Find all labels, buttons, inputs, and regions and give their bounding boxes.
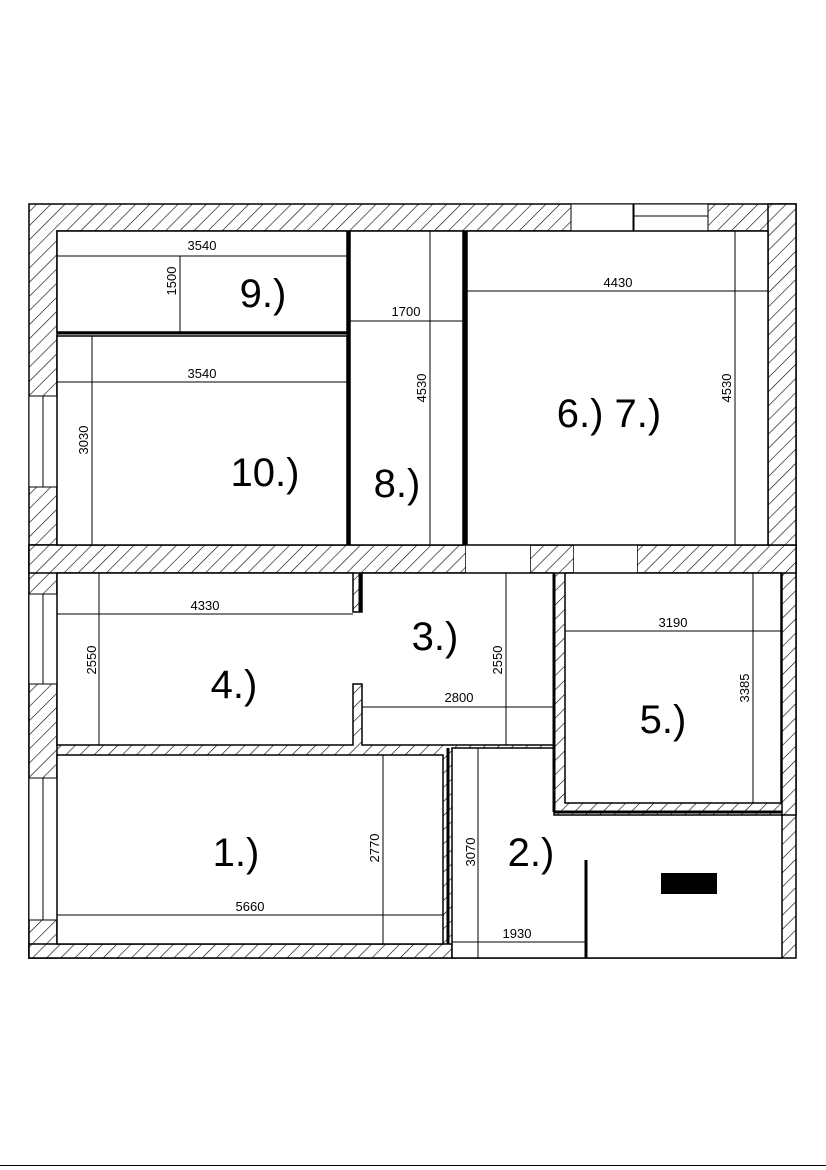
dim-r9-height: 1500 [164,267,179,296]
room-1 [56,754,444,945]
east-wall-upper [767,203,797,546]
room-label-1: 1.) [213,831,260,875]
dim-r3-width: 2800 [445,690,474,705]
room-8 [349,230,464,546]
dim-r1-height: 2770 [367,834,382,863]
room-5 [564,572,782,804]
room-labels: 9.) 10.) 8.) 6.) 7.) 4.) 3.) 5.) 1.) 2.) [211,272,687,875]
dim-r10-width: 3540 [188,366,217,381]
mid-wall-2 [529,544,575,574]
room-label-3: 3.) [412,615,459,659]
dim-r2-height: 3070 [463,838,478,867]
dim-r10-height: 3030 [76,426,91,455]
mid-wall-1 [28,544,467,574]
dim-r5-width: 3190 [659,615,688,630]
south-wall-left [28,943,453,959]
fixture-block [661,873,717,894]
dim-r8-height: 4530 [414,374,429,403]
room-label-2: 2.) [508,831,555,875]
dim-r67-width: 4430 [604,275,633,290]
room-6-7 [466,230,769,546]
room-label-9: 9.) [240,272,287,316]
dim-r4-width: 4330 [191,598,220,613]
room-label-5: 5.) [640,698,687,742]
mid-wall-3 [636,544,797,574]
room-9 [56,230,348,333]
dim-r2-width: 1930 [503,926,532,941]
east-wall-lower [781,544,797,816]
dim-r8-width: 1700 [392,304,421,319]
dim-r9-width: 3540 [188,238,217,253]
dim-r5-height: 3385 [737,674,752,703]
door-gap-5 [574,545,637,573]
dim-r67-height: 4530 [719,374,734,403]
window-north-2 [633,203,709,232]
room-label-10: 10.) [231,451,300,495]
dim-r3-height: 2550 [490,646,505,675]
dim-r1-width: 5660 [236,899,265,914]
dim-r4-height: 2550 [84,646,99,675]
dimension-lines [57,231,781,958]
dimension-texts: 3540 1500 3540 3030 1700 4530 4430 4530 … [76,238,752,941]
rooms [56,230,783,959]
door-gap-mid [466,545,530,573]
window-north [570,203,634,232]
room-label-4: 4.) [211,663,258,707]
room-label-8: 8.) [374,462,421,506]
inner-walls [57,231,782,958]
room-4 [56,572,555,746]
page-bottom-rule [0,1165,826,1166]
room-label-6-7: 6.) 7.) [557,392,661,436]
openings [28,203,709,921]
